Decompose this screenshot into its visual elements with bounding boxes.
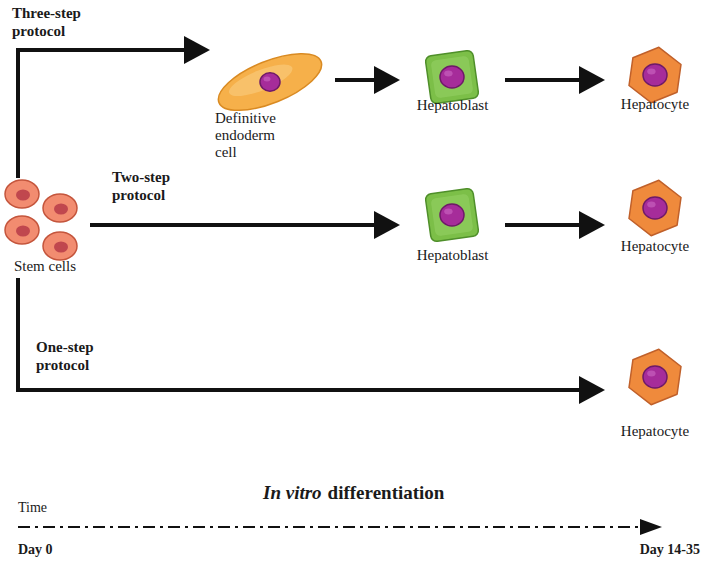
protocol-arrow bbox=[335, 66, 400, 94]
hepatoblast-body bbox=[425, 50, 479, 104]
axis-end: Day 14-35 bbox=[640, 542, 700, 558]
nucleus bbox=[643, 64, 667, 86]
stem-nucleus bbox=[54, 204, 68, 215]
arrow-line bbox=[90, 223, 376, 227]
nucleus bbox=[260, 73, 280, 91]
arrow-line bbox=[335, 78, 376, 82]
arrow-line bbox=[18, 50, 186, 178]
hepatocyte-body bbox=[629, 47, 681, 102]
nucleus-shine bbox=[647, 201, 655, 207]
nucleus-shine bbox=[647, 68, 655, 74]
nucleus bbox=[440, 66, 464, 88]
arrow-head bbox=[579, 66, 605, 94]
cell-label: Hepatoblast bbox=[400, 97, 505, 114]
arrow-line bbox=[505, 223, 581, 227]
hepatocyte: Hepatocyte bbox=[605, 345, 705, 455]
axis-title-italic: In vitro bbox=[263, 482, 322, 504]
protocol-arrow bbox=[18, 36, 210, 178]
nucleus-shine bbox=[444, 208, 452, 214]
nucleus-shine bbox=[444, 70, 452, 76]
cell-label: Hepatoblast bbox=[400, 247, 505, 264]
stem-cell bbox=[43, 232, 77, 260]
protocol-arrow bbox=[90, 211, 400, 239]
arrow-head bbox=[374, 211, 400, 239]
axis-title: differentiation bbox=[328, 482, 445, 504]
stem-cell bbox=[43, 194, 77, 222]
hepatocyte: Hepatocyte bbox=[605, 45, 705, 117]
protocol-label: Two-step protocol bbox=[112, 168, 222, 204]
arrow-head bbox=[374, 66, 400, 94]
hepatocyte-body bbox=[629, 349, 681, 404]
cell-label: Definitive endoderm cell bbox=[215, 110, 295, 161]
protocol-label: Three-step protocol bbox=[12, 4, 112, 40]
hepatoblast-inner bbox=[431, 194, 474, 237]
stem-nucleus bbox=[16, 226, 30, 237]
nucleus bbox=[643, 366, 667, 388]
arrow-head bbox=[579, 376, 605, 404]
protocol-arrow bbox=[18, 278, 605, 404]
axis-name: Time bbox=[18, 500, 47, 516]
stem-nucleus bbox=[16, 190, 30, 201]
arrow-line bbox=[18, 278, 581, 390]
cell-label: Stem cells bbox=[0, 258, 90, 275]
endoderm-shine bbox=[225, 58, 296, 102]
nucleus bbox=[440, 204, 464, 226]
hepatocyte-body bbox=[629, 180, 681, 235]
nucleus-shine bbox=[264, 77, 271, 82]
stem-cell bbox=[5, 216, 39, 244]
protocol-label: One-step protocol bbox=[36, 338, 141, 374]
time-axis-head bbox=[640, 519, 662, 535]
nucleus bbox=[643, 197, 667, 219]
hepatoblast-inner bbox=[431, 56, 474, 99]
hepatoblast-body bbox=[425, 188, 479, 242]
stem-nucleus bbox=[54, 242, 68, 253]
hepatoblast: Hepatoblast bbox=[400, 185, 505, 275]
nucleus-shine bbox=[647, 370, 655, 376]
cell-label: Hepatocyte bbox=[605, 96, 705, 113]
cell-label: Hepatocyte bbox=[605, 423, 705, 440]
stem-cell bbox=[5, 180, 39, 208]
arrow-head bbox=[579, 211, 605, 239]
axis-start: Day 0 bbox=[18, 542, 53, 558]
hepatoblast: Hepatoblast bbox=[400, 50, 505, 116]
cell-label: Hepatocyte bbox=[605, 238, 705, 255]
protocol-arrow bbox=[505, 66, 605, 94]
endoderm-cell: Definitive endoderm cell bbox=[210, 42, 335, 163]
arrow-head bbox=[184, 36, 210, 64]
time-axis-line bbox=[18, 526, 640, 528]
protocol-arrow bbox=[505, 211, 605, 239]
arrow-line bbox=[505, 78, 581, 82]
stem-cells: Stem cells bbox=[0, 178, 90, 278]
hepatocyte: Hepatocyte bbox=[605, 178, 705, 258]
